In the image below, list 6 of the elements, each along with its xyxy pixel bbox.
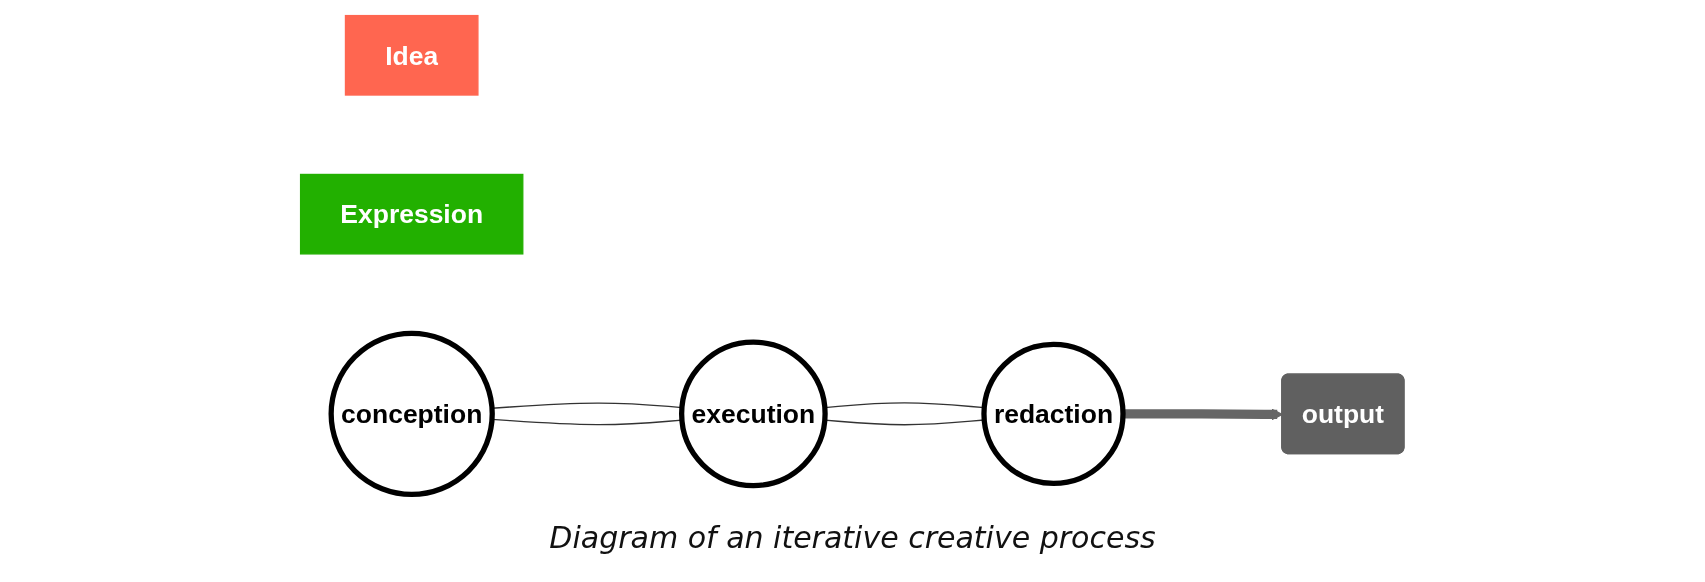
node-box: Idea [345,14,479,96]
node-circle: execution [679,339,828,489]
node-box: Expression [300,173,524,255]
node-circle: conception [328,330,496,498]
caption: Diagram of an iterative creative process [549,520,1156,555]
node-circle: redaction [981,341,1126,487]
